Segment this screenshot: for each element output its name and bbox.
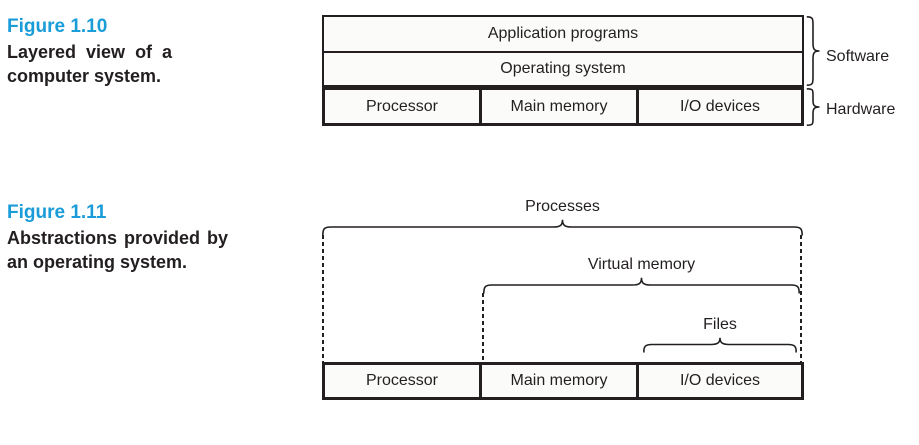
software-brace-label: Software	[826, 48, 890, 65]
software-brace-icon	[806, 16, 820, 86]
operating-system-layer: Operating system	[500, 60, 626, 77]
figure-1-11-caption-line-2: an operating system.	[7, 252, 188, 272]
figure-1-11-caption-title: Figure 1.11	[7, 202, 107, 223]
software-layers-box: Application programs Operating system	[322, 15, 804, 87]
figure-1-11-caption: Figure 1.11 Abstractions provided by an …	[7, 200, 257, 274]
main-memory-cell: Main memory	[482, 365, 639, 397]
hardware-brace-icon	[806, 88, 820, 126]
virtual-memory-dashed-line	[482, 293, 484, 362]
figure-1-10-caption: Figure 1.10 Layered view of a computer s…	[7, 14, 257, 88]
io-devices-cell: I/O devices	[679, 372, 761, 389]
application-programs-layer: Application programs	[324, 17, 802, 53]
processes-brace-icon	[322, 219, 803, 236]
virtual-memory-label: Virtual memory	[587, 256, 696, 273]
files-brace-icon	[643, 337, 797, 353]
figure-1-10-caption-line-1: Layered view of a	[7, 42, 173, 62]
io-devices-cell: I/O devices	[679, 97, 761, 115]
figure-1-10-caption-line-2: computer system.	[7, 66, 162, 86]
virtual-memory-brace-icon	[483, 277, 800, 294]
files-label: Files	[703, 316, 737, 333]
hardware-box-figure-1-10: Processor Main memory I/O devices	[322, 87, 804, 126]
figure-1-10-caption-title: Figure 1.10	[7, 16, 108, 37]
processes-dashed-line-right	[800, 235, 802, 362]
figure-1-11-caption-line-1: Abstractions provided by	[7, 228, 229, 248]
hardware-brace-label: Hardware	[826, 101, 896, 118]
processor-cell: Processor	[325, 90, 482, 123]
processor-cell: Processor	[325, 365, 482, 397]
hardware-box-figure-1-11: Processor Main memory I/O devices	[322, 362, 804, 400]
processes-label: Processes	[525, 198, 600, 215]
processes-dashed-line-left	[322, 235, 324, 362]
main-memory-cell: Main memory	[482, 90, 639, 123]
